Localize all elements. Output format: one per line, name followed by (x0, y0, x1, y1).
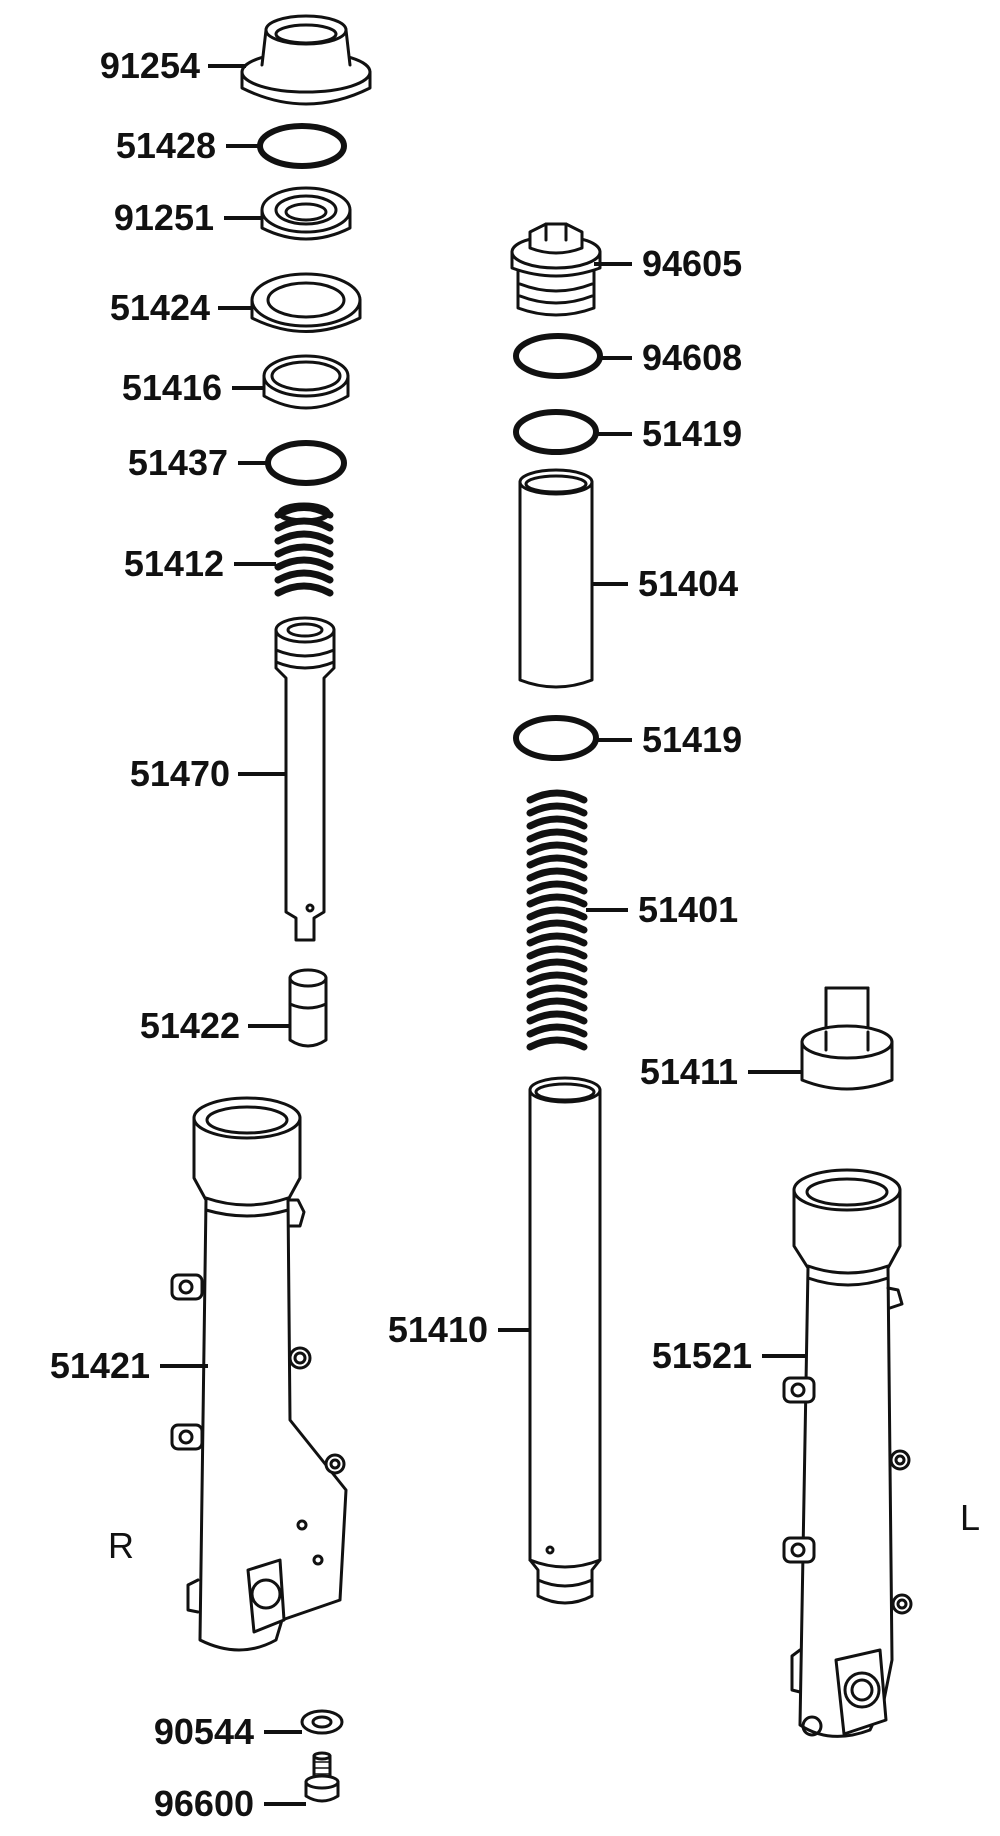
part-51411-drawing (800, 986, 894, 1091)
part-label-51521: 51521 (652, 1335, 752, 1376)
part-label-94605: 94605 (642, 243, 742, 284)
part-51470-drawing (274, 616, 336, 942)
part-label-51410: 51410 (388, 1309, 488, 1350)
part-51428-drawing (257, 123, 347, 169)
part-51412-drawing (274, 502, 334, 600)
part-51410-drawing (528, 1076, 602, 1605)
part-94605-drawing (510, 222, 602, 317)
part-51404-drawing (518, 468, 594, 689)
part-label-51428: 51428 (116, 125, 216, 166)
part-label-51416: 51416 (122, 367, 222, 408)
part-90544-drawing (300, 1709, 344, 1735)
part-label-51424: 51424 (110, 287, 210, 328)
part-51437-drawing (265, 440, 347, 486)
part-label-51411: 51411 (640, 1051, 738, 1092)
leader-lines (160, 64, 806, 1806)
part-label-91254: 91254 (100, 45, 200, 86)
part-91254-drawing (240, 14, 372, 106)
part-label-94608: 94608 (642, 337, 742, 378)
part-label-51437: 51437 (128, 442, 228, 483)
side-label-left: L (960, 1497, 980, 1538)
part-51419-upper-drawing (513, 409, 599, 455)
part-51416-drawing (262, 354, 350, 410)
part-51421-drawing (170, 1096, 348, 1652)
part-label-51412: 51412 (124, 543, 224, 584)
part-51424-drawing (250, 272, 362, 333)
side-label-right: R (108, 1525, 134, 1566)
part-label-96600: 96600 (154, 1783, 254, 1824)
part-label-51401: 51401 (638, 889, 738, 930)
part-label-51419-upper: 51419 (642, 413, 742, 454)
part-label-51404: 51404 (638, 563, 738, 604)
part-label-51421: 51421 (50, 1345, 150, 1386)
part-94608-drawing (513, 333, 603, 379)
part-96600-drawing (304, 1751, 340, 1803)
part-label-91251: 91251 (114, 197, 214, 238)
part-label-90544: 90544 (154, 1711, 254, 1752)
part-labels: 91254 51428 91251 51424 51416 51437 5141… (50, 45, 980, 1824)
part-51422-drawing (288, 968, 328, 1048)
part-51521-drawing (782, 1168, 913, 1738)
part-51401-drawing (526, 789, 588, 1055)
part-label-51422: 51422 (140, 1005, 240, 1046)
part-91251-drawing (260, 186, 352, 241)
part-51419-lower-drawing (513, 715, 599, 761)
part-label-51470: 51470 (130, 753, 230, 794)
part-label-51419-lower: 51419 (642, 719, 742, 760)
